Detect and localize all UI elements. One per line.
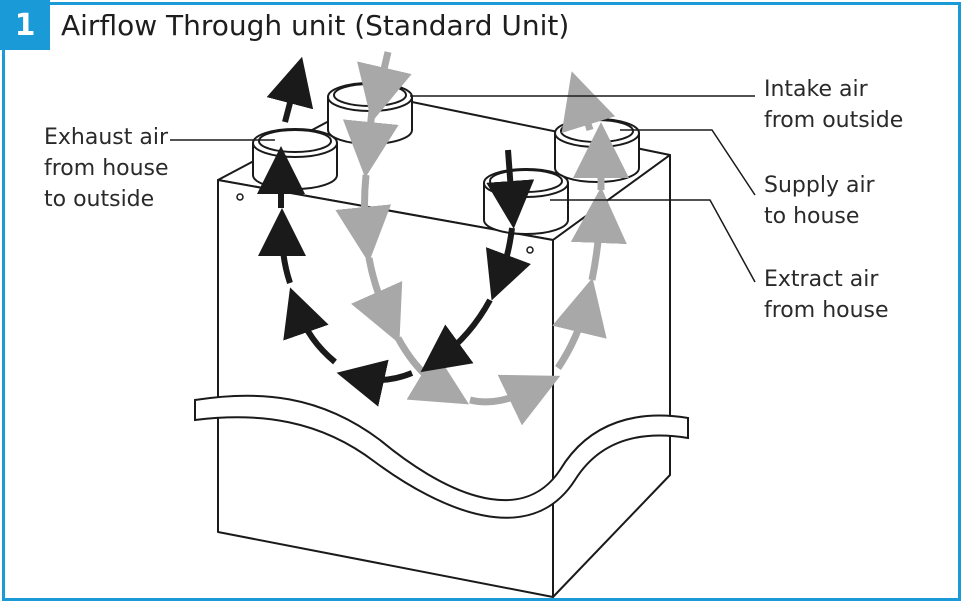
label-intake-line-2: from outside [764, 108, 904, 133]
label-extract-line-1: Extract air [764, 267, 879, 292]
break-wave [194, 394, 689, 519]
unit-front-face [217, 179, 554, 598]
leader-extract [550, 199, 756, 283]
label-exhaust-line-2: from house [44, 156, 169, 181]
label-supply-line-2: to house [764, 204, 860, 229]
step-number-badge: 1 [0, 0, 50, 50]
extract-arrow-top [486, 149, 535, 229]
leader-lines [170, 95, 756, 283]
label-extract: Extract air from house [764, 264, 889, 326]
label-extract-line-2: from house [764, 298, 889, 323]
label-exhaust-line-1: Exhaust air [44, 125, 169, 150]
stale-air-flow-arrows [257, 56, 535, 407]
screw-hole-left [236, 193, 244, 201]
label-intake-line-1: Intake air [764, 77, 868, 102]
label-supply: Supply air to house [764, 170, 875, 232]
label-intake: Intake air from outside [764, 74, 903, 136]
supply-arrow-top [561, 71, 616, 134]
diagram-title: Airflow Through unit (Standard Unit) [61, 9, 570, 42]
port-exhaust [252, 128, 338, 190]
label-exhaust-line-3: to outside [44, 187, 155, 212]
label-supply-line-1: Supply air [764, 173, 875, 198]
intake-arrow-top [357, 51, 412, 123]
leader-supply [620, 129, 756, 196]
label-exhaust: Exhaust air from house to outside [44, 122, 169, 215]
fresh-air-flow-arrows [335, 51, 629, 426]
port-extract [483, 168, 569, 235]
port-supply [554, 118, 640, 183]
exhaust-arrow-top [266, 56, 314, 123]
